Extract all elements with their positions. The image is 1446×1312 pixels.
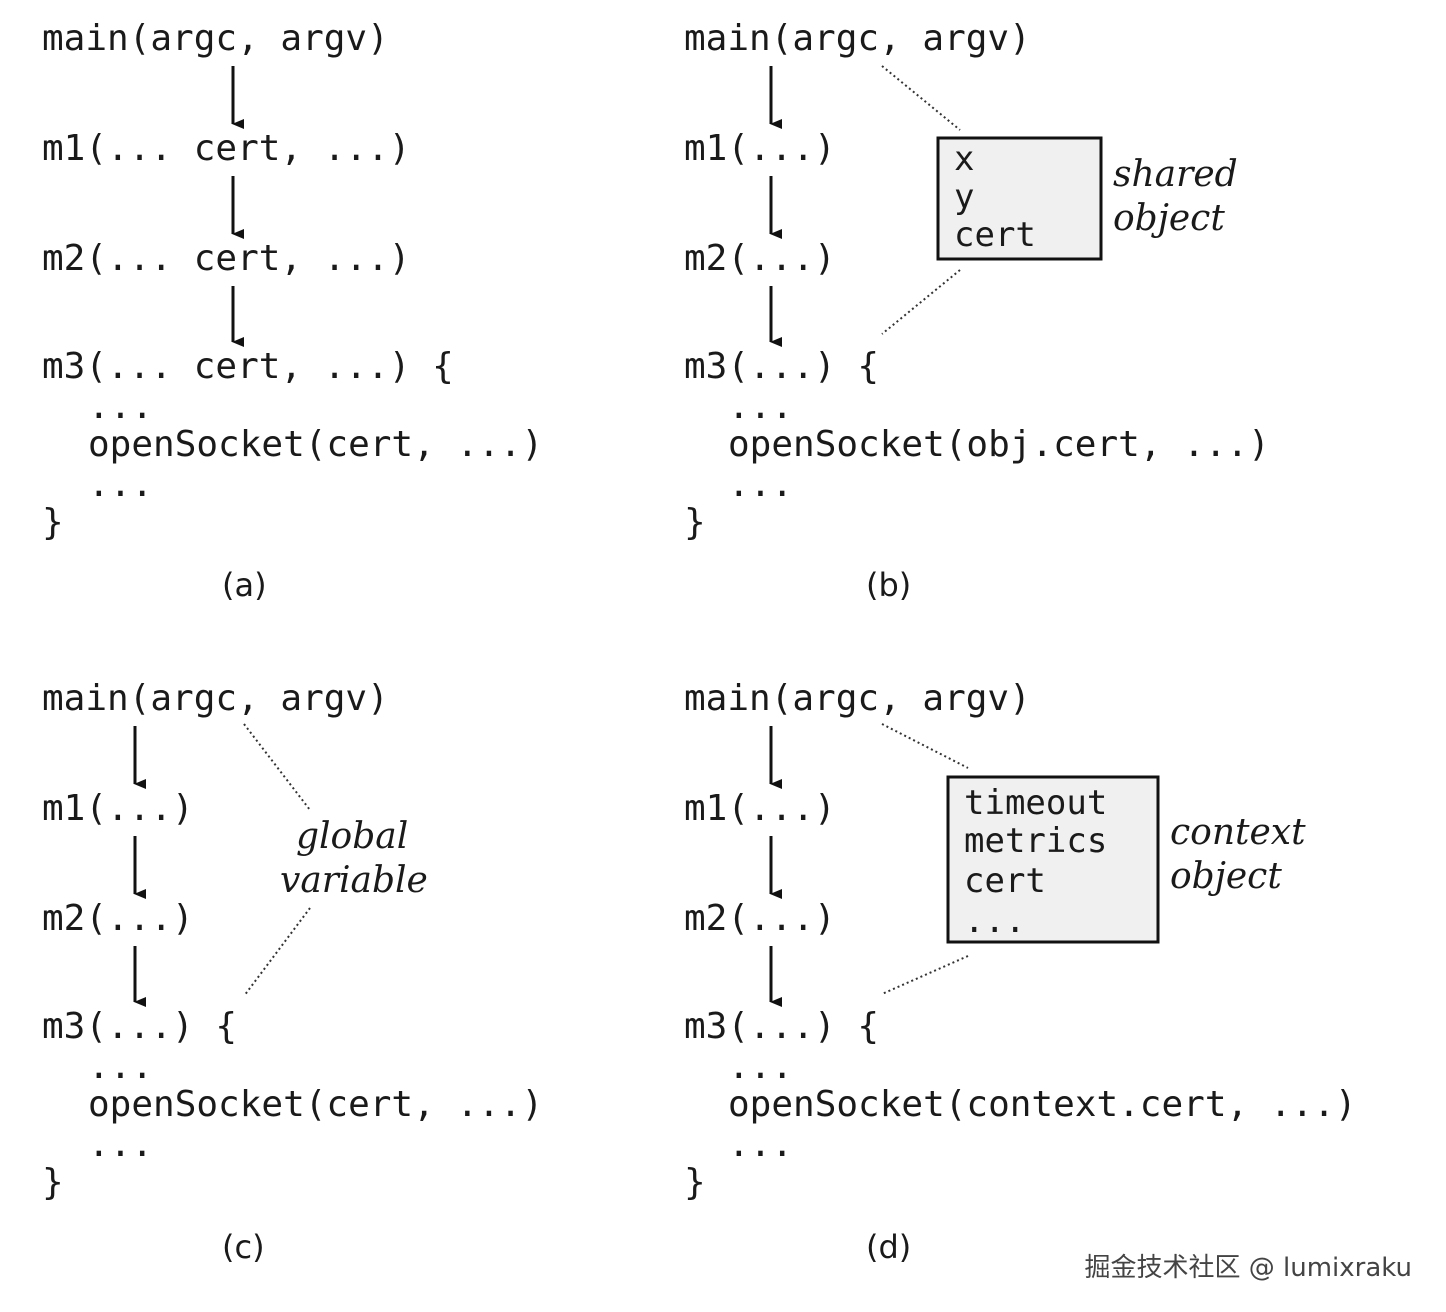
dotted-connector xyxy=(881,269,961,335)
panel-caption: (d) xyxy=(866,1228,911,1266)
dotted-connector xyxy=(243,723,311,811)
opensocket-call: openSocket(obj.cert, ...) xyxy=(728,424,1270,465)
box-field: x xyxy=(954,139,974,179)
m2-line: m2(... cert, ...) xyxy=(42,238,410,279)
panel-b: main(argc, argv) m1(...) m2(...) m3(...)… xyxy=(684,18,1270,604)
m2-line: m2(...) xyxy=(684,238,836,279)
context-object-box xyxy=(946,775,1160,944)
watermark: 掘金技术社区 @ lumixraku xyxy=(1084,1253,1412,1283)
dotted-connector xyxy=(881,955,969,995)
panel-c: main(argc, argv) m1(...) m2(...) m3(...)… xyxy=(42,678,543,1266)
closing-brace: } xyxy=(42,1162,64,1203)
closing-brace: } xyxy=(684,502,706,543)
m3-line: m3(...) { xyxy=(684,346,879,387)
main-line: main(argc, argv) xyxy=(684,18,1031,59)
m3-line: m3(... cert, ...) { xyxy=(42,346,454,387)
m3-line: m3(...) { xyxy=(42,1006,237,1047)
m2-line: m2(...) xyxy=(684,898,836,939)
m1-line: m1(...) xyxy=(684,788,836,829)
closing-brace: } xyxy=(684,1162,706,1203)
main-line: main(argc, argv) xyxy=(42,678,389,719)
main-line: main(argc, argv) xyxy=(42,18,389,59)
panel-a: main(argc, argv) m1(... cert, ...) m2(..… xyxy=(42,18,543,604)
global-variable-label: global xyxy=(296,816,408,857)
main-line: main(argc, argv) xyxy=(684,678,1031,719)
box-field: cert xyxy=(954,215,1036,255)
ellipsis-line: ... xyxy=(728,464,793,505)
shared-object-box xyxy=(936,136,1103,261)
m3-line: m3(...) { xyxy=(684,1006,879,1047)
dotted-connector xyxy=(881,65,961,131)
ellipsis-line: ... xyxy=(88,464,153,505)
ellipsis-line: ... xyxy=(88,1124,153,1165)
m2-line: m2(...) xyxy=(42,898,194,939)
box-label: object xyxy=(1113,198,1225,239)
box-field: ... xyxy=(964,901,1025,941)
box-field: cert xyxy=(964,861,1046,901)
panel-caption: (b) xyxy=(866,566,911,604)
opensocket-call: openSocket(context.cert, ...) xyxy=(728,1084,1357,1125)
ellipsis-line: ... xyxy=(88,386,153,427)
closing-brace: } xyxy=(42,502,64,543)
box-field: y xyxy=(954,177,974,217)
opensocket-call: openSocket(cert, ...) xyxy=(88,1084,543,1125)
panel-caption: (a) xyxy=(222,566,267,604)
panel-d: main(argc, argv) m1(...) m2(...) m3(...)… xyxy=(684,678,1357,1266)
opensocket-call: openSocket(cert, ...) xyxy=(88,424,543,465)
box-field: metrics xyxy=(964,821,1107,861)
m1-line: m1(...) xyxy=(684,128,836,169)
global-variable-label: variable xyxy=(280,860,428,901)
panel-caption: (c) xyxy=(222,1228,265,1266)
m1-line: m1(...) xyxy=(42,788,194,829)
box-label: object xyxy=(1170,856,1282,897)
ellipsis-line: ... xyxy=(728,1124,793,1165)
ellipsis-line: ... xyxy=(728,1046,793,1087)
dotted-connector xyxy=(243,907,311,997)
dotted-connector xyxy=(881,723,969,769)
box-label: context xyxy=(1170,812,1306,853)
m1-line: m1(... cert, ...) xyxy=(42,128,410,169)
ellipsis-line: ... xyxy=(88,1046,153,1087)
box-field: timeout xyxy=(964,783,1107,823)
box-label: shared xyxy=(1113,154,1238,195)
ellipsis-line: ... xyxy=(728,386,793,427)
